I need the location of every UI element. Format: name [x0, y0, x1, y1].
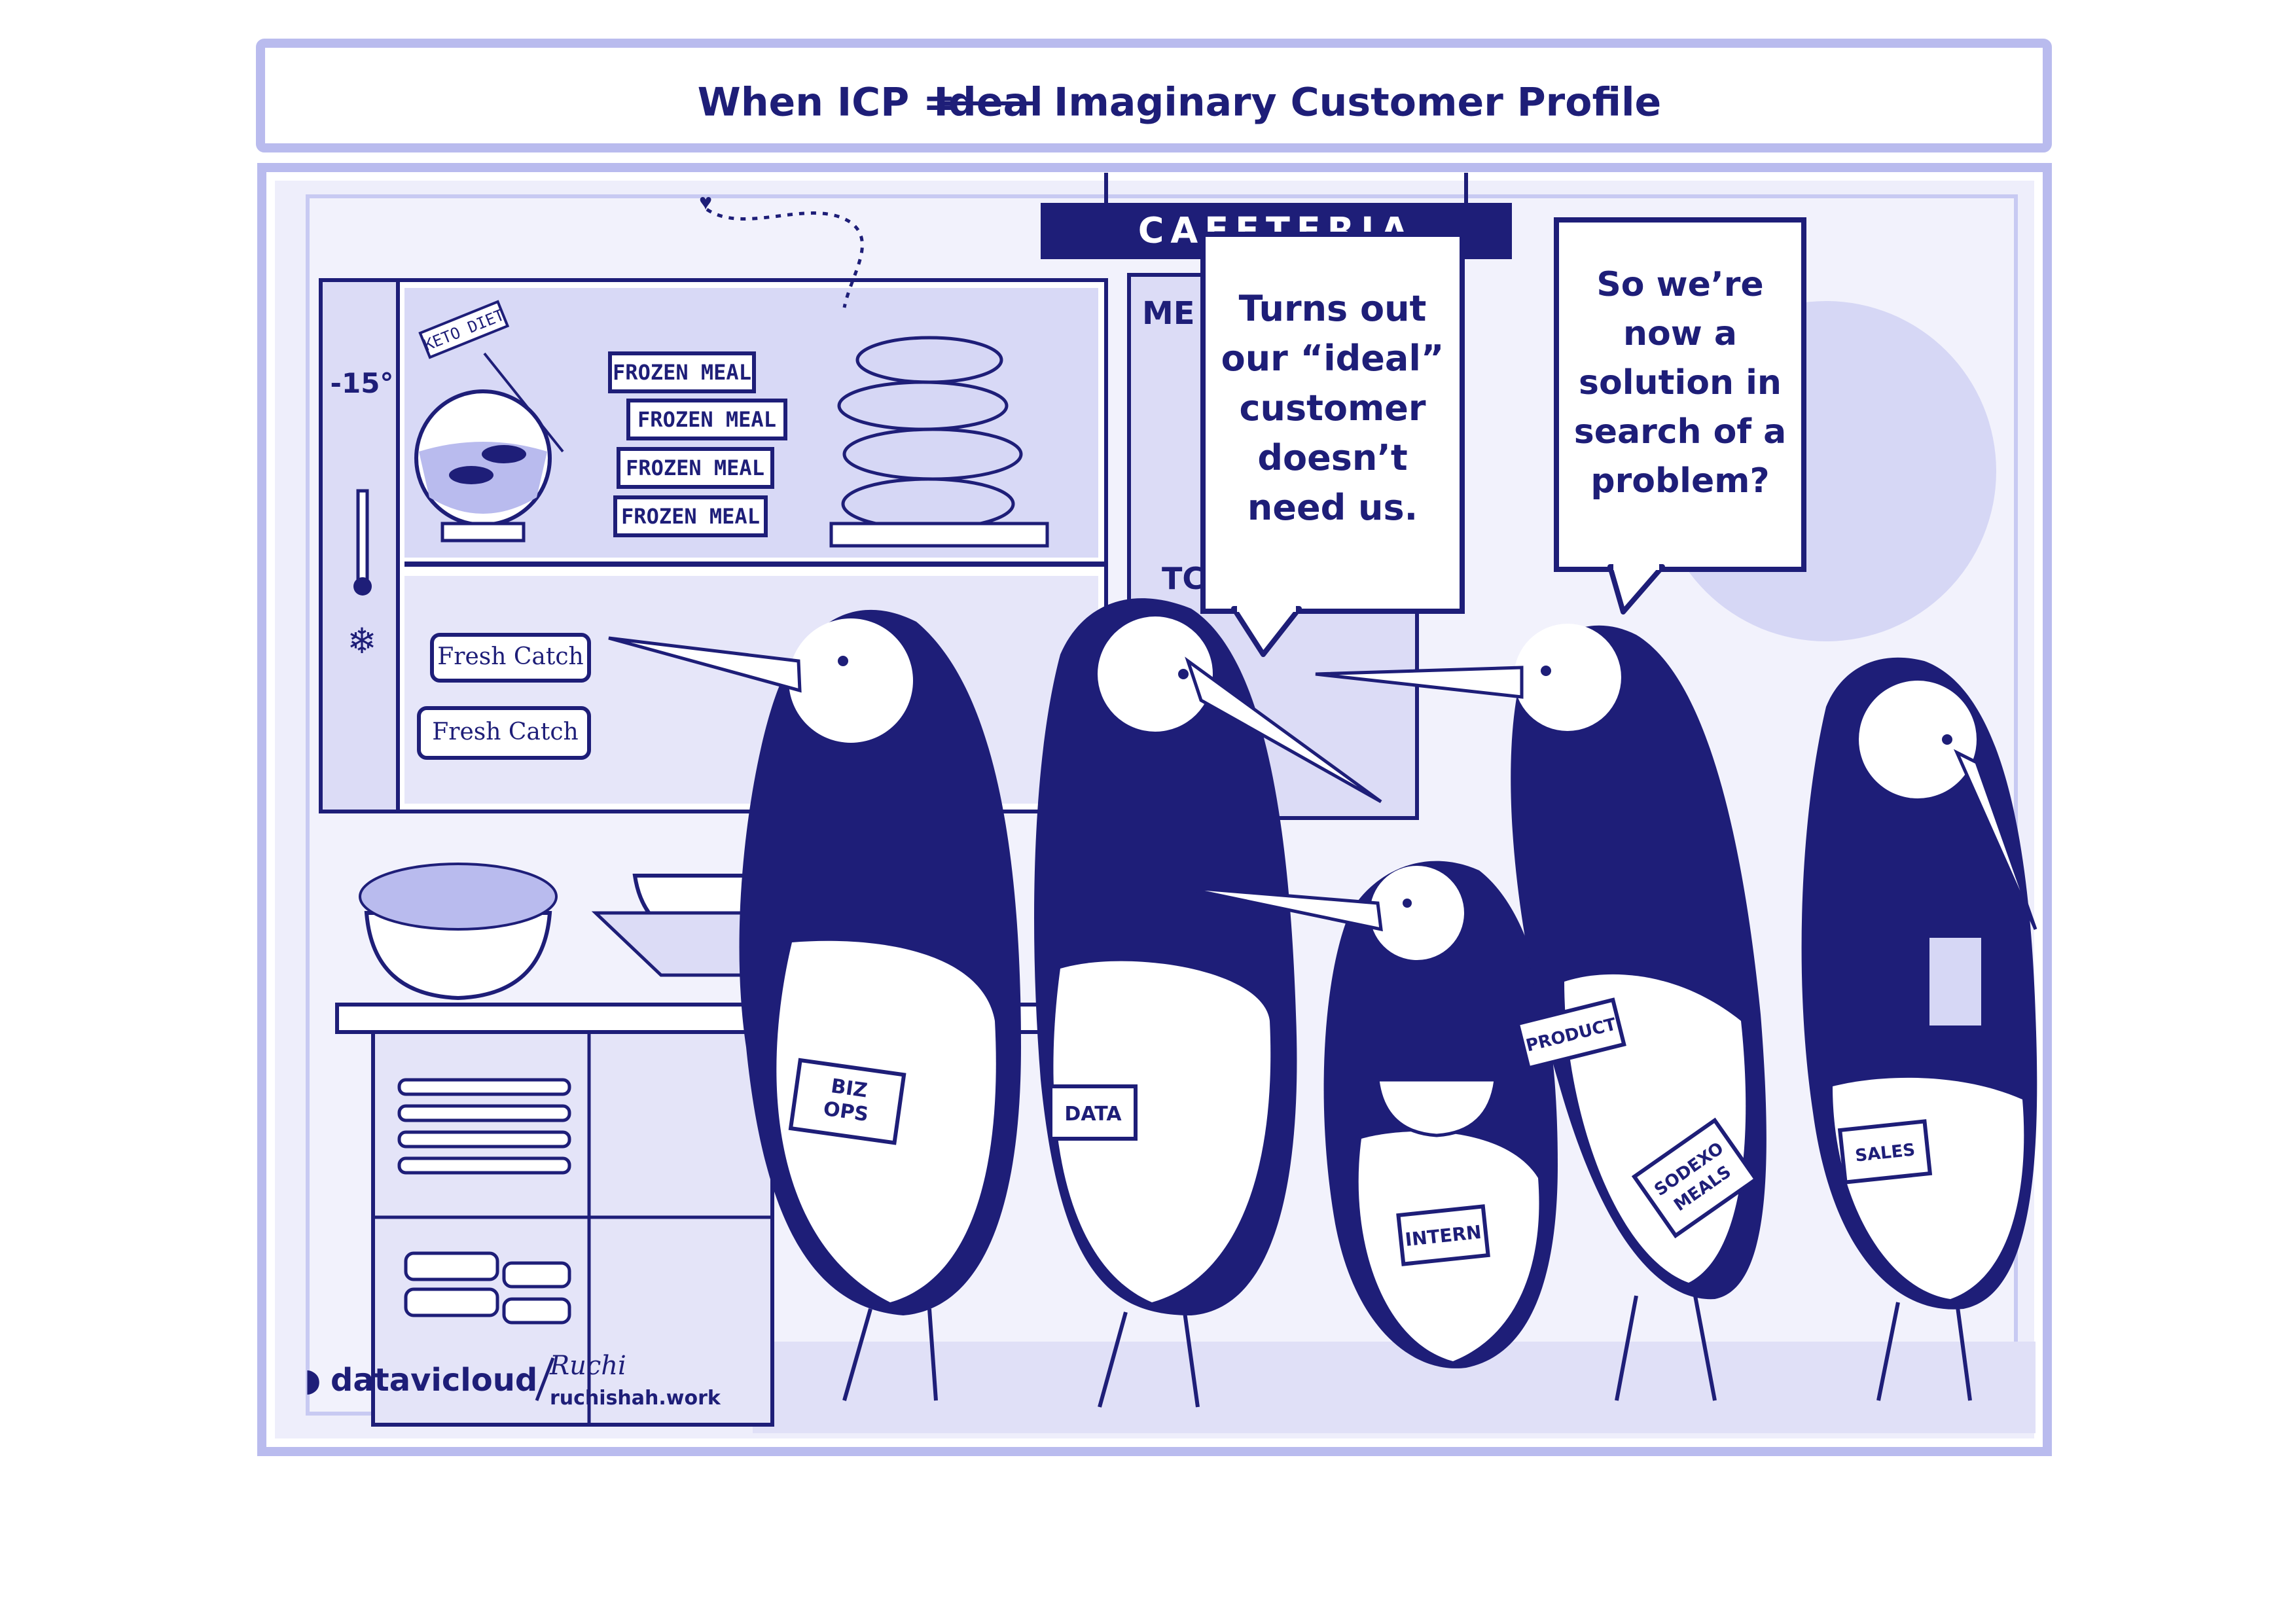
title-prefix: When ICP =	[698, 80, 956, 126]
bubble-right-line3: solution in	[1579, 363, 1782, 402]
bubble-left-line5: need us.	[1247, 487, 1418, 528]
speech-bubble-left: Turns out our “ideal” customer doesn’t n…	[1200, 232, 1465, 657]
frozen-meal-stack: FROZEN MEAL FROZEN MEAL FROZEN MEAL FROZ…	[608, 351, 787, 537]
title-banner: When ICP = Ideal Imaginary Customer Prof…	[256, 39, 2052, 152]
freezer-temperature: -15°	[331, 367, 394, 399]
bubble-right-line4: search of a	[1574, 412, 1786, 452]
menu-board-lower-partial-text: TC	[1162, 561, 1204, 596]
credits: ◗ datavicloud Ruchi ruchishah.work	[304, 1351, 721, 1410]
fishbowl: KETO DIET	[414, 300, 564, 543]
artist-handle: ruchishah.work	[550, 1387, 721, 1410]
bubble-left-line3: customer	[1239, 387, 1426, 429]
menu-board-partial-text: ME	[1142, 295, 1195, 332]
phone-icon	[1926, 934, 1985, 1029]
fresh-catch-label-1: Fresh Catch	[437, 643, 583, 670]
artist-signature: Ruchi	[549, 1351, 626, 1381]
plate-stack	[397, 1078, 571, 1325]
brand-logo-mark: ◗	[304, 1362, 321, 1399]
fresh-catch-trays: Fresh Catch Fresh Catch	[417, 633, 591, 760]
frozen-meal-label-4: FROZEN MEAL	[621, 504, 760, 529]
frozen-meal-label-1: FROZEN MEAL	[613, 360, 751, 385]
penguin-intern: INTERN	[1177, 861, 1558, 1368]
bubble-right-line5: problem?	[1590, 461, 1769, 501]
fresh-catch-label-2: Fresh Catch	[432, 719, 578, 745]
bubble-left-line2: our “ideal”	[1221, 338, 1444, 379]
heart-icon: ♥	[699, 190, 712, 215]
fish-stack	[829, 336, 1049, 548]
bubble-left-line4: doesn’t	[1257, 437, 1407, 478]
badge-data-label: DATA	[1064, 1103, 1122, 1126]
frozen-meal-label-3: FROZEN MEAL	[626, 455, 764, 480]
bubble-right-line2: now a	[1623, 314, 1737, 353]
penguin-data: DATA	[1034, 598, 1382, 1408]
bubble-right-line1: So we’re	[1596, 265, 1763, 304]
badge-bizops-line1: BIZ	[829, 1075, 869, 1102]
title-suffix: Imaginary Customer Profile	[1054, 80, 1661, 126]
penguin-sales: SALES	[1801, 657, 2037, 1401]
freezer-unit: -15° ❄ KETO DIET FROZEN MEAL FROZEN MEAL	[319, 190, 1108, 813]
snowflake-icon: ❄	[347, 622, 376, 661]
speech-bubble-right: So we’re now a solution in search of a p…	[1554, 217, 1806, 615]
fish-icon	[482, 445, 526, 463]
brand-name: datavicloud	[331, 1362, 537, 1399]
penguin-product: PRODUCT SODEXO MEALS	[1315, 624, 1767, 1401]
frozen-meal-label-2: FROZEN MEAL	[637, 407, 776, 432]
salad-bowl	[364, 911, 552, 1001]
penguin-bizops: BIZ OPS	[608, 609, 1021, 1401]
bubble-left-line1: Turns out	[1239, 288, 1427, 329]
fish-icon-2	[449, 466, 493, 484]
